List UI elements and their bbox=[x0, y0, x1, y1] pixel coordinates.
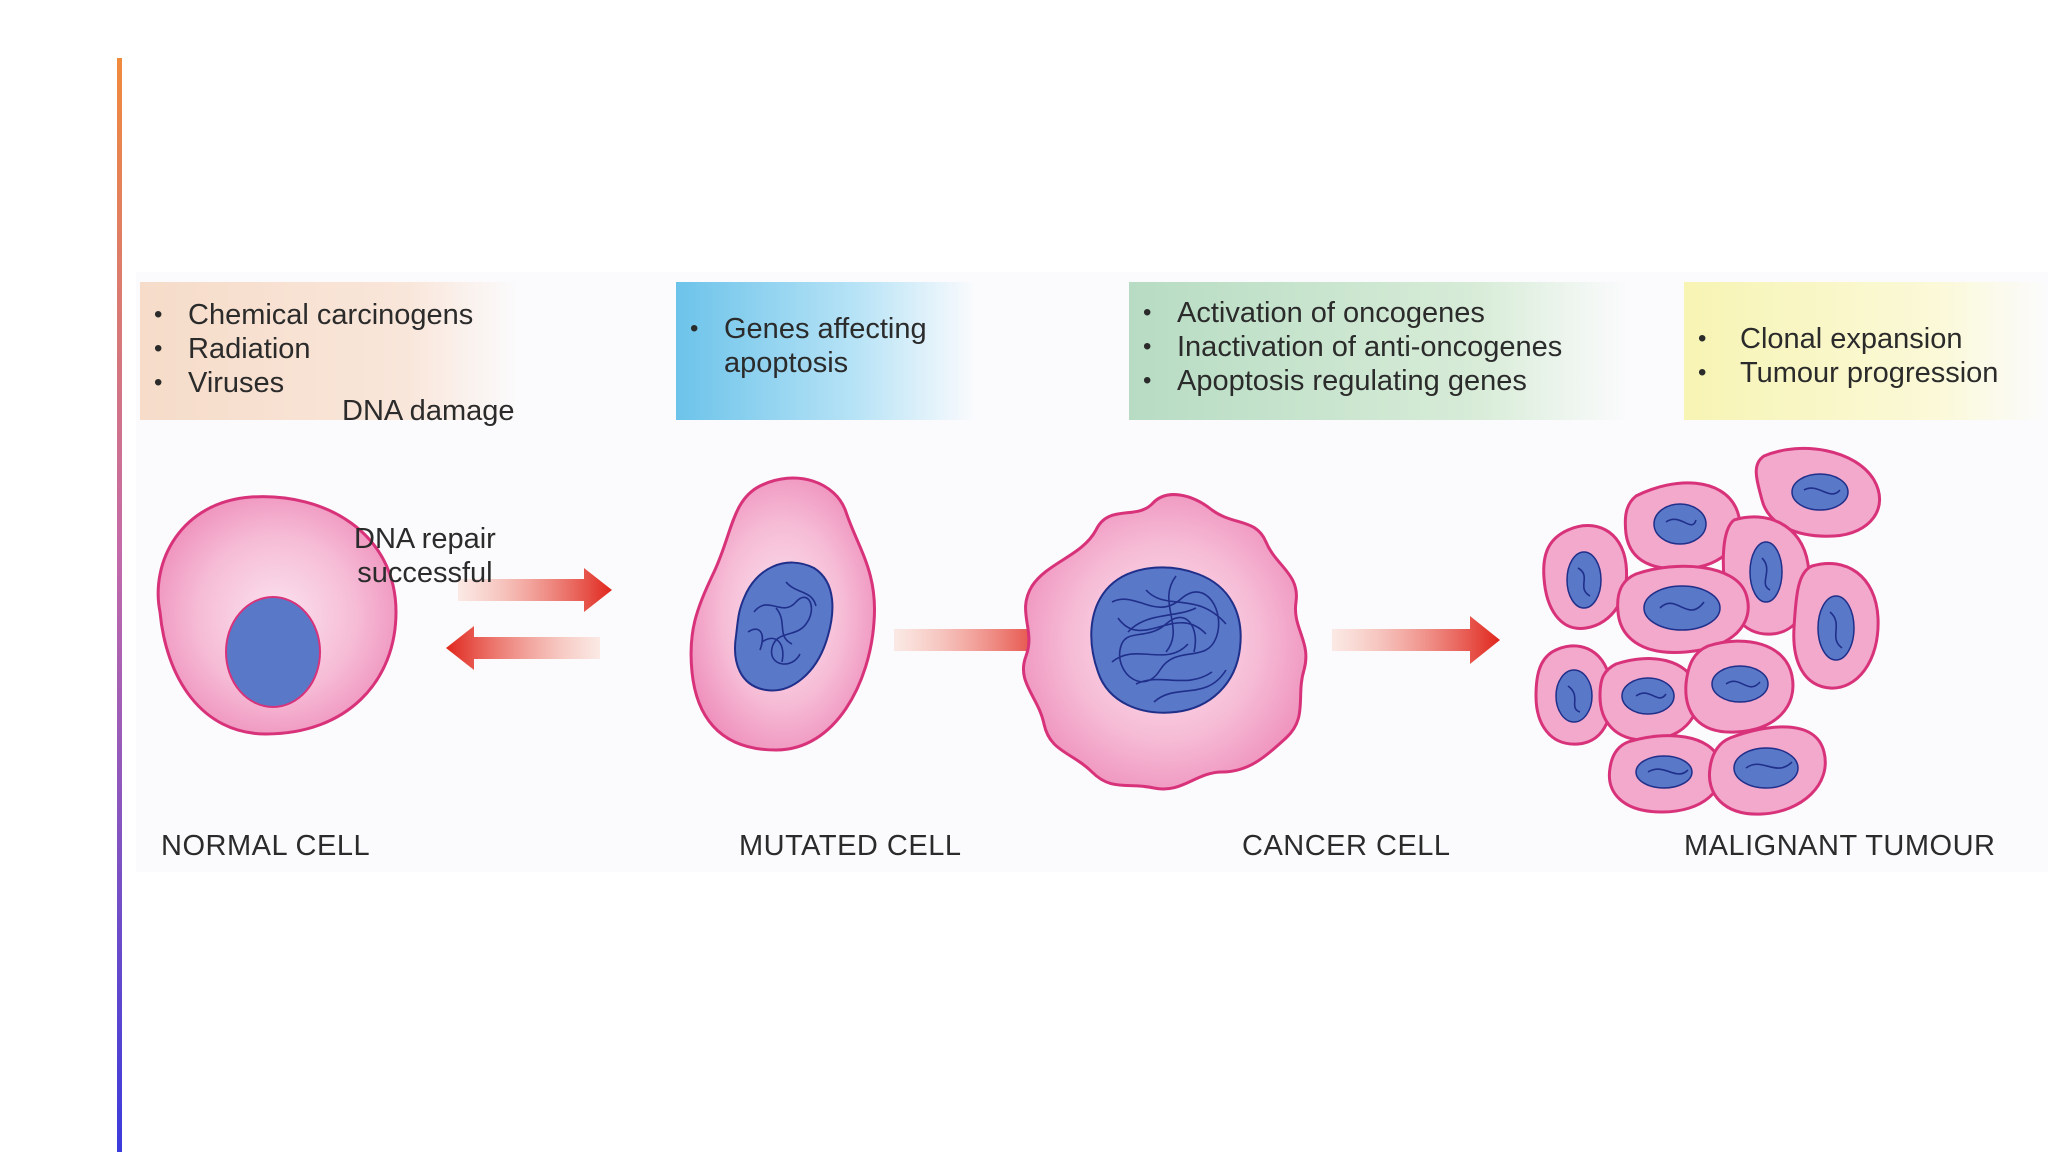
cancer-chromatin bbox=[1111, 575, 1227, 703]
genes-item: Genes affecting apoptosis bbox=[676, 312, 954, 380]
causes-item: Radiation bbox=[140, 332, 520, 366]
clonal-item: Tumour progression bbox=[1684, 356, 2048, 390]
normal-nucleus bbox=[225, 596, 321, 708]
accent-rule bbox=[117, 58, 122, 1152]
mutated-cell bbox=[689, 476, 877, 752]
cancer-cell bbox=[1021, 493, 1308, 791]
dna-repair-label: DNA repair successful bbox=[354, 522, 496, 590]
mutated-chromatin bbox=[747, 581, 817, 665]
oncogenes-box: Activation of oncogenes Inactivation of … bbox=[1129, 282, 1629, 420]
cancer-cell-label: CANCER CELL bbox=[1242, 830, 1451, 862]
oncogenes-item: Apoptosis regulating genes bbox=[1129, 364, 1629, 398]
genes-box: Genes affecting apoptosis bbox=[676, 282, 976, 420]
dna-repair-line1: DNA repair bbox=[354, 523, 496, 555]
malignant-tumour-label: MALIGNANT TUMOUR bbox=[1684, 830, 1996, 862]
dna-repair-line2: successful bbox=[357, 557, 493, 589]
dna-damage-label: DNA damage bbox=[342, 395, 515, 427]
normal-cell-label: NORMAL CELL bbox=[161, 830, 371, 862]
oncogenes-item: Activation of oncogenes bbox=[1129, 296, 1629, 330]
carcinogenesis-diagram: Chemical carcinogens Radiation Viruses G… bbox=[136, 272, 2048, 872]
clonal-box: Clonal expansion Tumour progression bbox=[1684, 282, 2048, 420]
progression-arrow-1 bbox=[894, 616, 1062, 664]
causes-item: Viruses bbox=[140, 366, 520, 400]
cancer-nucleus bbox=[1090, 566, 1242, 714]
dna-damage-arrow bbox=[458, 568, 612, 612]
progression-arrow-2 bbox=[1332, 616, 1500, 664]
oncogenes-item: Inactivation of anti-oncogenes bbox=[1129, 330, 1629, 364]
diagram-art bbox=[156, 446, 1881, 816]
clonal-item: Clonal expansion bbox=[1684, 322, 2048, 356]
mutated-cell-label: MUTATED CELL bbox=[739, 830, 962, 862]
dna-repair-arrow bbox=[446, 626, 600, 670]
causes-box: Chemical carcinogens Radiation Viruses bbox=[140, 282, 520, 420]
causes-item: Chemical carcinogens bbox=[140, 298, 520, 332]
malignant-tumour bbox=[1534, 446, 1881, 816]
normal-cell bbox=[156, 495, 398, 736]
